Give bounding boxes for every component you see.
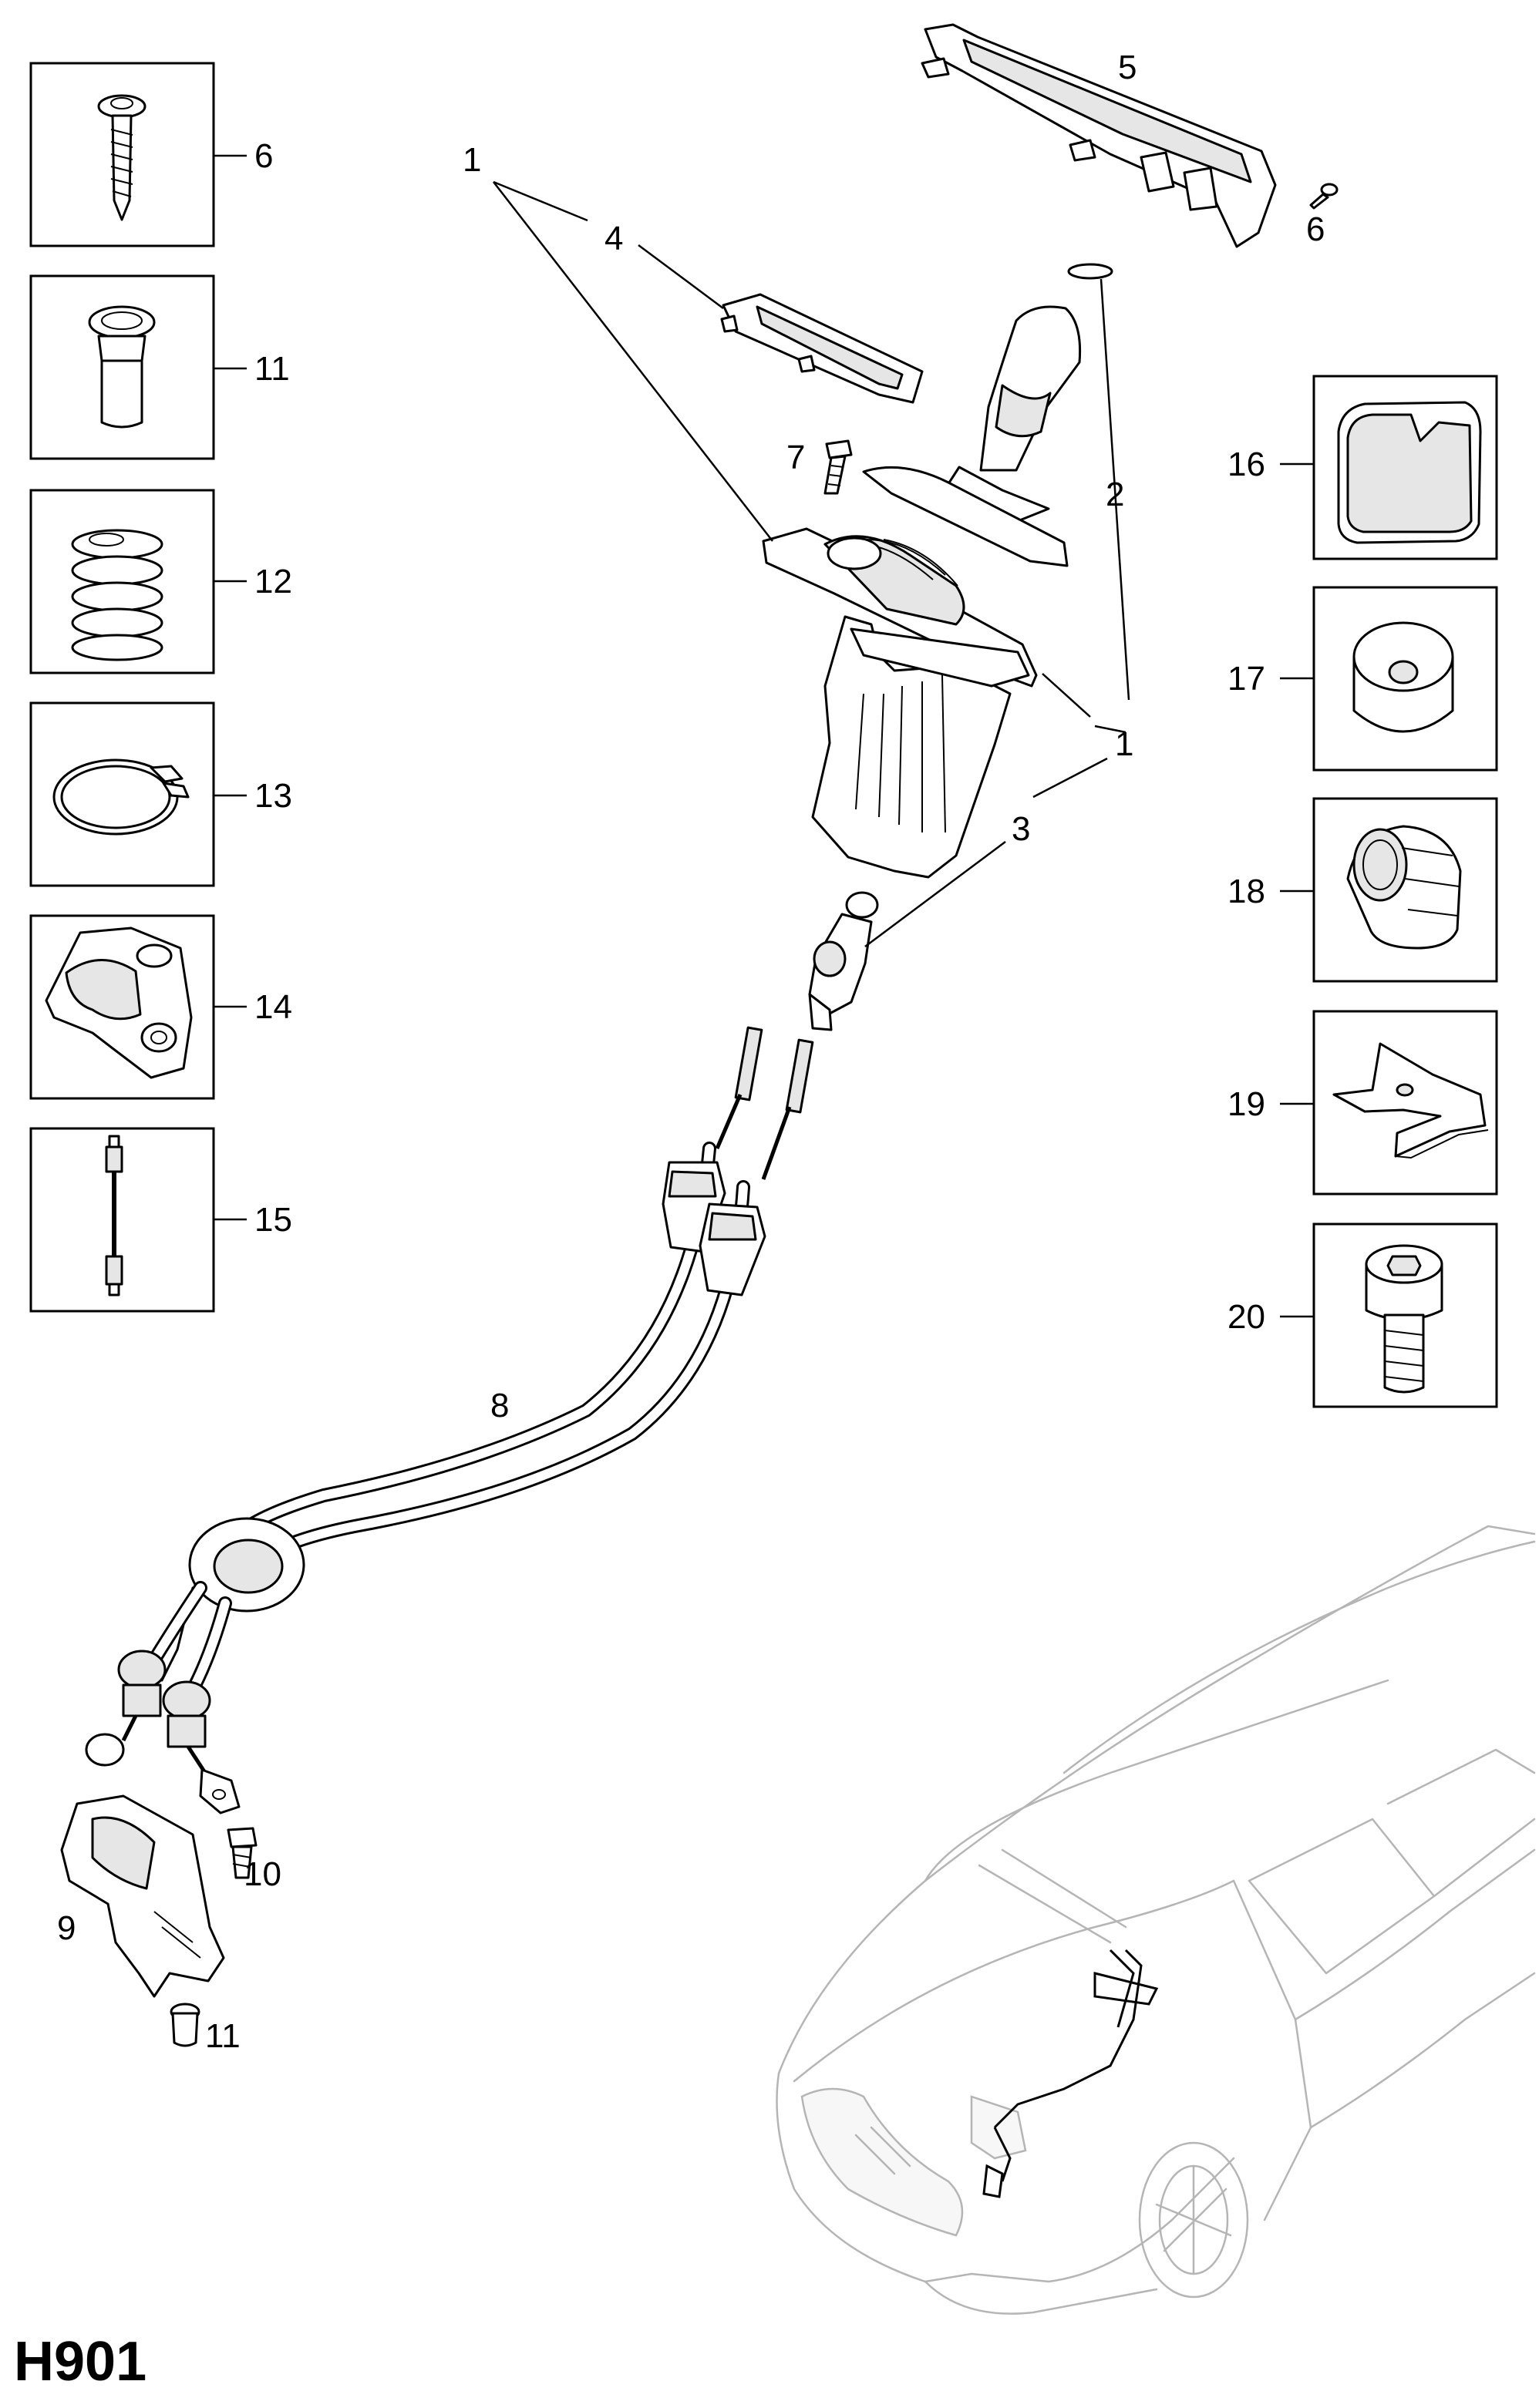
leader-2: [1100, 278, 1130, 701]
callout-12-box: 12: [254, 563, 292, 600]
callout-3: 3: [1012, 810, 1030, 848]
callout-13-box: 13: [254, 777, 292, 815]
detail-box-14: 14: [29, 914, 292, 1100]
callout-9: 9: [57, 1909, 76, 1947]
part-7-bolt: [823, 439, 853, 495]
part-8-shift-cables: [85, 1026, 814, 1814]
detail-box-13: 13: [29, 701, 292, 887]
detail-box-6: 6: [29, 62, 273, 247]
callout-6-box: 6: [254, 137, 273, 175]
leader-1a-plate: [493, 180, 588, 222]
callout-2: 2: [1106, 476, 1124, 513]
callout-10: 10: [244, 1855, 281, 1893]
diagram-code: H901: [14, 2331, 146, 2393]
leader-1b-mark: [1094, 725, 1126, 734]
part-4-cover-plate: [720, 293, 924, 404]
callout-8: 8: [490, 1387, 509, 1424]
leader-1b-housing: [1042, 673, 1091, 718]
part-3-linkage: [808, 891, 879, 1031]
detail-box-16: 16: [1227, 375, 1498, 560]
detail-box-19: 19: [1227, 1010, 1498, 1196]
callout-5: 5: [1118, 49, 1137, 86]
part-6-screw-top: [1309, 183, 1339, 210]
leader-3: [864, 840, 1006, 948]
detail-box-11: 11: [29, 274, 290, 460]
part-1-shifter-housing: [762, 527, 1038, 879]
callout-11-box: 11: [254, 350, 290, 388]
callout-1-top: 1: [463, 141, 481, 179]
part-9-bracket: [60, 1794, 225, 1998]
callout-1-right: 1: [1115, 725, 1133, 763]
callout-4: 4: [604, 220, 623, 257]
part-5-console-cover: [921, 23, 1277, 248]
leader-1a-housing: [493, 181, 773, 542]
part-10-bolt: [227, 1827, 258, 1879]
detail-box-17: 17: [1227, 586, 1498, 772]
callout-19-box: 19: [1227, 1085, 1265, 1123]
callout-6-top: 6: [1306, 210, 1325, 248]
part-11-bush: [170, 2003, 200, 2047]
callout-18-box: 18: [1227, 873, 1265, 910]
part-gear-lever-boot: [862, 305, 1082, 567]
detail-box-12: 12: [29, 489, 292, 674]
detail-box-15: 15: [29, 1127, 292, 1313]
detail-box-18: 18: [1227, 797, 1498, 983]
callout-11-bottom: 11: [205, 2017, 241, 2055]
vehicle-location-view: [776, 1525, 1536, 2315]
part-2-trim: [1067, 263, 1113, 280]
leader-1c: [1032, 757, 1108, 799]
callout-16-box: 16: [1227, 446, 1265, 483]
detail-box-20: 20: [1227, 1222, 1498, 1408]
callout-14-box: 14: [254, 988, 292, 1026]
callout-7: 7: [786, 439, 805, 476]
leader-4: [638, 244, 724, 310]
callout-17-box: 17: [1227, 660, 1265, 698]
callout-20-box: 20: [1227, 1298, 1265, 1336]
callout-15-box: 15: [254, 1201, 292, 1239]
